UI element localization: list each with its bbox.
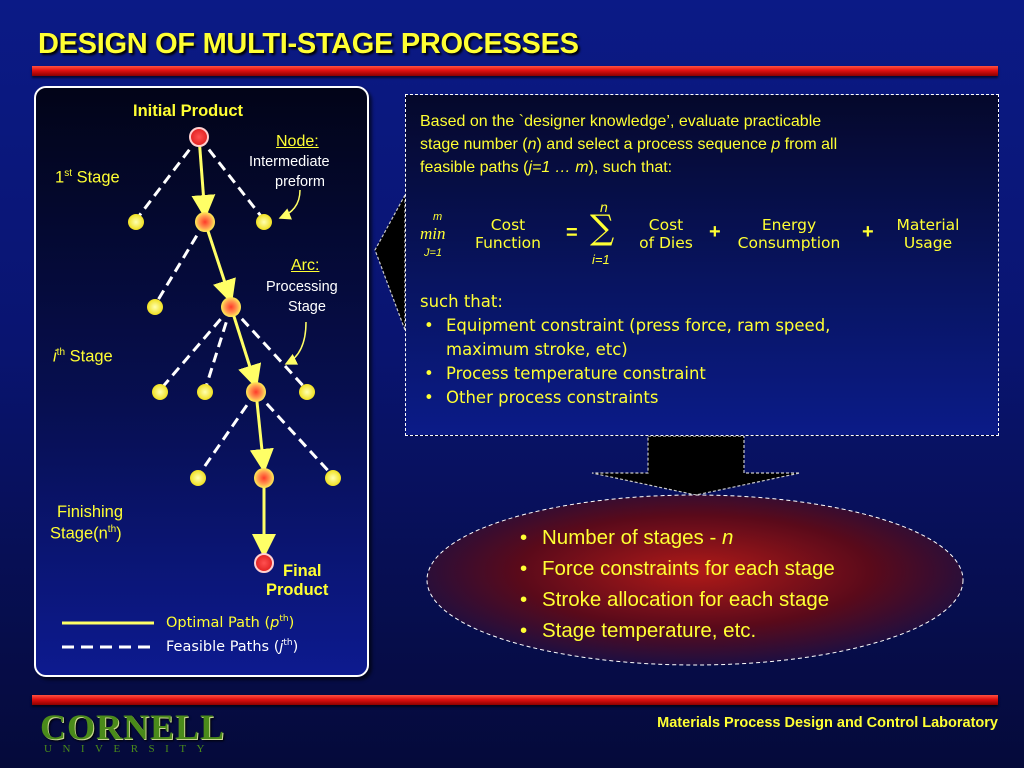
- formula-sum-symbol: ∑: [590, 208, 615, 248]
- initial-product-label: Initial Product: [133, 102, 244, 120]
- list-item: Process temperature constraint: [420, 362, 980, 386]
- footer-bar: [32, 695, 998, 705]
- legend-feasible-label: Feasible Paths (jth): [166, 638, 298, 655]
- result-stages: Number of stages -: [542, 526, 723, 549]
- finishing-stage: Stage(n: [50, 524, 108, 543]
- list-item: Stage temperature, etc.: [516, 615, 835, 646]
- formula-sum-bottom: i=1: [592, 252, 610, 267]
- list-item: Equipment constraint (press force, ram s…: [420, 314, 980, 338]
- final-product-node: [254, 553, 274, 573]
- constraints-block: such that: Equipment constraint (press f…: [420, 290, 980, 410]
- intro-2var: n: [527, 136, 537, 153]
- optimal-nodes: [195, 212, 274, 488]
- feasible-nodes: [128, 214, 341, 486]
- optimal-path: [191, 136, 276, 558]
- stage1-label: 1st Stage: [55, 168, 120, 188]
- stage1-word: Stage: [76, 168, 120, 187]
- formula-sum-top: n: [600, 199, 608, 215]
- formula-cost-dies: Cost of Dies: [634, 216, 698, 252]
- stagei-word: Stage: [69, 347, 113, 366]
- results-list: Number of stages - n Force constraints f…: [516, 522, 835, 646]
- formula-min: min: [420, 224, 446, 243]
- intro-line-2: stage number (n) and select a process se…: [420, 133, 980, 156]
- legend-feasible-sup: th: [283, 638, 293, 648]
- stage1-sup: st: [64, 168, 72, 179]
- initial-product-node: [189, 127, 209, 147]
- list-item: Number of stages - n: [516, 522, 835, 553]
- intro-3a: feasible paths (: [420, 159, 529, 176]
- list-item-continuation: maximum stroke, etc): [446, 340, 628, 359]
- down-arrow: [591, 435, 801, 496]
- arc-title: Arc:: [291, 257, 320, 274]
- formula-equals: =: [566, 222, 578, 244]
- stagei-label: ith Stage: [53, 347, 113, 367]
- cost-function-1: Cost: [490, 216, 526, 234]
- arc-desc-1: Processing: [266, 279, 338, 295]
- finishing-close: ): [116, 524, 122, 543]
- footer-lab-name: Materials Process Design and Control Lab…: [657, 715, 998, 731]
- formula-cost-function: Cost Function: [470, 216, 546, 252]
- intro-3b: ), such that:: [588, 159, 673, 176]
- constraints-list: Equipment constraint (press force, ram s…: [420, 314, 980, 410]
- feasible-paths: [134, 136, 335, 478]
- intro-line-3: feasible paths (j=1 … m), such that:: [420, 156, 980, 179]
- formula-energy: Energy Consumption: [730, 216, 848, 252]
- stagei-sup: th: [56, 347, 66, 358]
- node-desc-2: preform: [275, 174, 325, 190]
- legend-optimal-close: ): [288, 614, 295, 631]
- legend-feasible-text: Feasible Paths (: [166, 638, 280, 655]
- formula-material: Material Usage: [888, 216, 968, 252]
- cost-function-2: Function: [475, 234, 541, 252]
- arc-callout-arrow: [284, 321, 307, 365]
- intro-line-1: Based on the `designer knowledge’, evalu…: [420, 113, 822, 130]
- intro-2a: stage number (: [420, 136, 528, 153]
- energy-2: Consumption: [737, 234, 841, 252]
- legend-feasible-var: j: [279, 638, 284, 655]
- node-title: Node:: [276, 133, 319, 150]
- arc-desc-2: Stage: [288, 299, 326, 315]
- legend-feasible-close: ): [292, 638, 299, 655]
- legend-optimal-sup: th: [279, 614, 289, 624]
- finishing-sup: th: [107, 524, 117, 535]
- list-item: Force constraints for each stage: [516, 553, 835, 584]
- formula-plus-1: +: [709, 221, 721, 243]
- finishing-label-1: Finishing: [57, 503, 124, 521]
- final-product-label-1: Final: [283, 562, 322, 580]
- cost-dies-1: Cost: [648, 216, 684, 234]
- material-1: Material: [896, 216, 960, 234]
- cost-dies-2: of Dies: [639, 234, 693, 252]
- intro-2b: ) and select a process sequence: [536, 136, 772, 153]
- problem-intro: Based on the `designer knowledge’, evalu…: [420, 110, 980, 179]
- energy-1: Energy: [761, 216, 817, 234]
- result-stages-var: n: [722, 526, 734, 549]
- cornell-logo-sub: UNIVERSITY: [44, 743, 215, 755]
- list-item: Other process constraints: [420, 386, 980, 410]
- legend-optimal-var: p: [270, 614, 280, 631]
- slide-title: DESIGN OF MULTI-STAGE PROCESSES: [38, 28, 579, 60]
- stage1-num: 1: [55, 168, 65, 187]
- formula-min-bottom: J=1: [424, 247, 443, 259]
- intro-3var: j=1 … m: [528, 159, 589, 176]
- cornell-logo: CORNELL: [40, 707, 226, 747]
- node-callout-arrow: [278, 189, 301, 220]
- intro-2c: from all: [780, 136, 838, 153]
- node-desc-1: Intermediate: [249, 154, 330, 170]
- title-underline-bar: [32, 66, 998, 76]
- list-item: Stroke allocation for each stage: [516, 584, 835, 615]
- legend-optimal-label: Optimal Path (pth): [166, 614, 294, 631]
- finishing-label-2: Stage(nth): [50, 524, 122, 544]
- intro-2var2: p: [771, 136, 781, 153]
- material-2: Usage: [903, 234, 953, 252]
- connector-chevron: [374, 194, 406, 331]
- final-product-label-2: Product: [266, 581, 329, 599]
- such-that-label: such that:: [420, 292, 503, 311]
- stagei-num: i: [53, 347, 57, 366]
- formula-min-top: m: [433, 211, 443, 223]
- formula-plus-2: +: [862, 221, 874, 243]
- legend-optimal-text: Optimal Path (: [166, 614, 271, 631]
